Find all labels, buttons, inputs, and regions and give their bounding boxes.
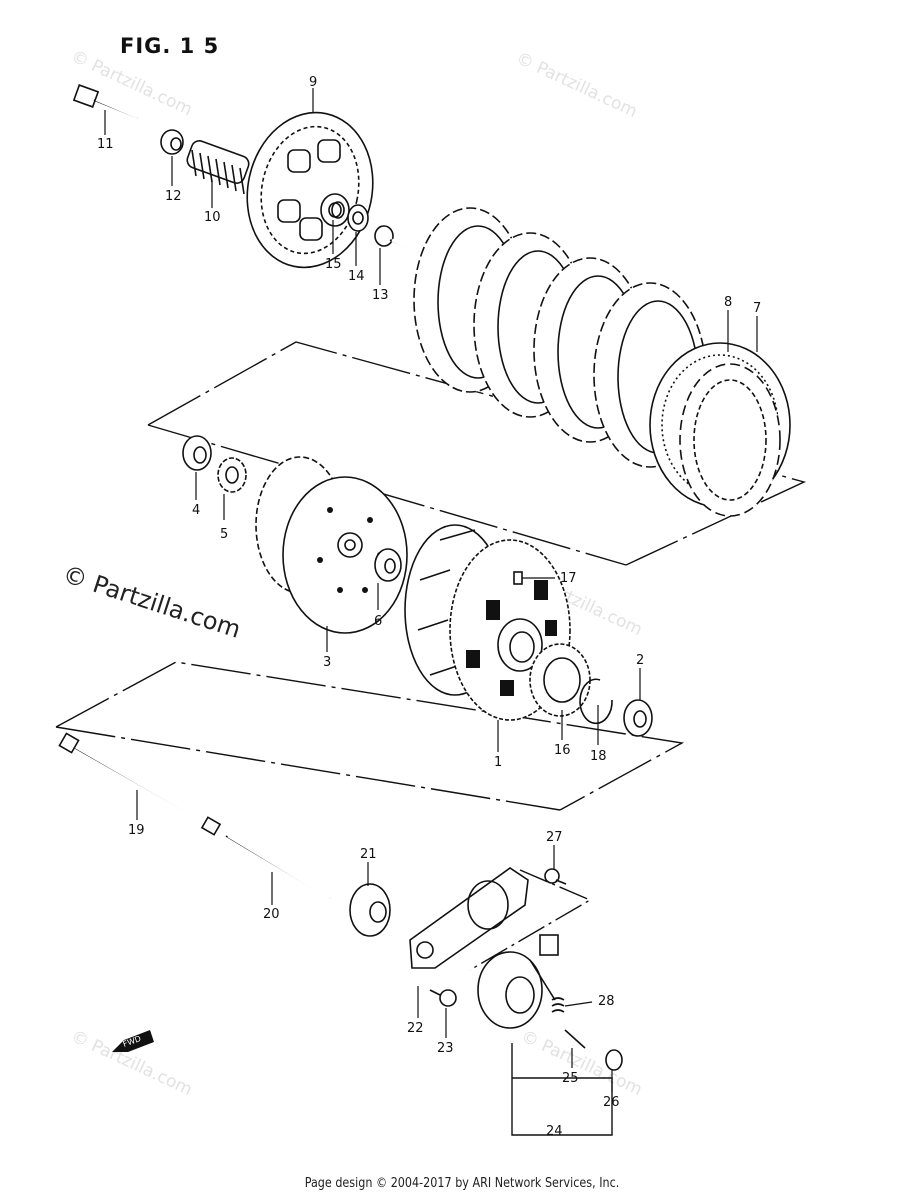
callout-25: 25 — [562, 1071, 579, 1086]
callout-17: 17 — [560, 571, 577, 586]
callout-26: 26 — [603, 1095, 620, 1110]
callout-13: 13 — [372, 288, 389, 303]
part-3-clutch-boss — [255, 456, 408, 634]
callout-3: 3 — [323, 655, 331, 670]
callout-10: 10 — [204, 210, 221, 225]
part-4-nut — [182, 435, 212, 471]
callout-2: 2 — [636, 653, 644, 668]
callout-20: 20 — [263, 907, 280, 922]
part-2-thrust-washer — [623, 699, 653, 737]
callout-23: 23 — [437, 1041, 454, 1056]
faint-watermark: © Partzilla.com — [68, 46, 195, 120]
part-13-push-piece — [374, 225, 419, 254]
figure-title: FIG. 1 5 — [120, 34, 220, 58]
part-20-rod — [225, 834, 331, 900]
callout-22: 22 — [407, 1021, 424, 1036]
part-15-washer — [331, 201, 345, 219]
callout-5: 5 — [220, 527, 228, 542]
callout-27: 27 — [546, 830, 563, 845]
part-1-clutch-housing — [404, 524, 571, 721]
part-10-spring — [186, 140, 250, 195]
part-23-bolt — [429, 989, 457, 1007]
callout-21: 21 — [360, 847, 377, 862]
part-25-screw — [564, 1029, 586, 1049]
callout-leaders — [104, 88, 758, 1092]
part-12-collar — [160, 129, 184, 155]
callout-28: 28 — [598, 994, 615, 1009]
part-7-8-clutch-plates — [413, 207, 791, 517]
part-24-release-assembly — [477, 934, 559, 1029]
callout-8: 8 — [724, 295, 732, 310]
part-11-bolt — [72, 84, 139, 119]
part-14-bearing — [347, 204, 369, 232]
part-26-nut — [605, 1049, 623, 1071]
part-28-spring — [551, 997, 565, 1013]
callout-18: 18 — [590, 749, 607, 764]
callout-6: 6 — [374, 614, 382, 629]
callout-12: 12 — [165, 189, 182, 204]
callout-9: 9 — [309, 75, 317, 90]
exploded-view-drawing: © Partzilla.com © Partzilla.com © Partzi… — [55, 46, 807, 1139]
part-27-bolt — [544, 868, 567, 885]
forward-arrow-icon: FWD — [112, 1030, 154, 1052]
callout-7: 7 — [753, 301, 761, 316]
callout-1: 1 — [494, 755, 502, 770]
faint-watermark: © Partzilla.com — [513, 48, 640, 122]
callout-16: 16 — [554, 743, 571, 758]
part-19-push-rod — [58, 732, 222, 836]
part-22-gasket — [409, 867, 529, 969]
callout-24: 24 — [546, 1124, 563, 1139]
part-6-washer — [374, 548, 402, 582]
callout-14: 14 — [348, 269, 365, 284]
callout-11: 11 — [97, 137, 114, 152]
part-18-circlip — [579, 678, 613, 725]
part-9-pressure-plate — [246, 111, 374, 269]
page-credit: Page design © 2004-2017 by ARI Network S… — [304, 1176, 620, 1191]
part-21-oil-seal — [349, 883, 391, 937]
assembly-guide-lines — [55, 341, 807, 1136]
callout-numbers: 11 12 10 9 15 14 13 8 7 4 5 3 6 1 16 18 … — [97, 75, 761, 1139]
callout-19: 19 — [128, 823, 145, 838]
callout-15: 15 — [325, 257, 342, 272]
faint-watermark: © Partzilla.com — [518, 1026, 645, 1100]
part-5-lock-washer — [217, 457, 247, 493]
callout-4: 4 — [192, 503, 200, 518]
